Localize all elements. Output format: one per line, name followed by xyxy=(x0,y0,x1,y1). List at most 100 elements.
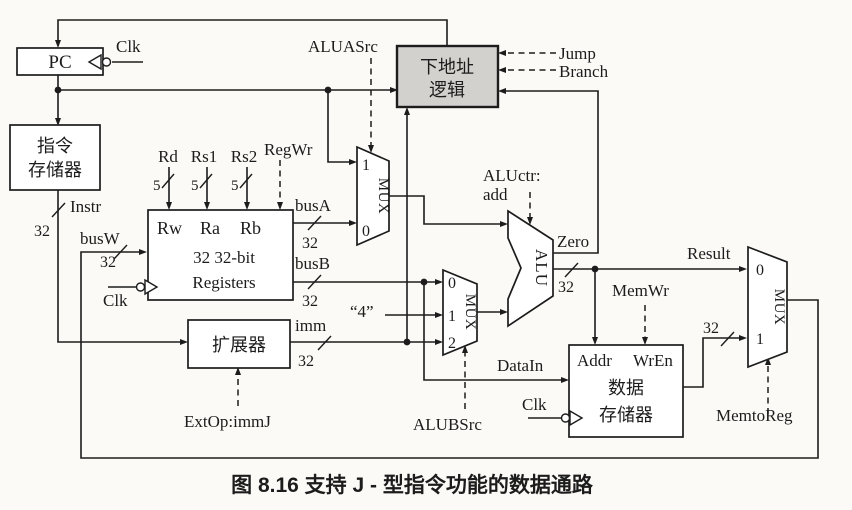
aluasrc-label: ALUASrc xyxy=(308,37,378,56)
wires-control xyxy=(235,50,771,414)
clock-bubble-icon xyxy=(560,413,571,423)
next-address-logic xyxy=(395,44,500,109)
extender xyxy=(187,319,291,369)
imm-label: imm xyxy=(295,316,326,335)
junction-result xyxy=(591,265,599,273)
muxa-label: MUX xyxy=(375,178,391,215)
wire-nextaddr-to-pc xyxy=(55,19,448,48)
busw-label: busW xyxy=(80,229,121,248)
clock-triangle-icon xyxy=(144,278,159,296)
muxwb-label: MUX xyxy=(771,289,787,326)
result-label: Result xyxy=(687,244,731,263)
clock-bubble-icon xyxy=(101,57,112,67)
extender-label: 扩展器 xyxy=(212,335,266,355)
junction-imm xyxy=(403,338,411,346)
figure-caption: 图 8.16 支持 J - 型指令功能的数据通路 xyxy=(231,473,594,497)
clock-symbol-dmem xyxy=(560,409,584,427)
wire-zero-to-nextaddr xyxy=(498,88,599,254)
clock-symbol-pc xyxy=(87,53,112,71)
clock-bubble-icon xyxy=(135,282,146,292)
clk-regfile-label: Clk xyxy=(103,291,128,310)
bus-width-slash xyxy=(307,274,322,290)
bus-width-slash xyxy=(317,335,332,351)
bus-width-slashes xyxy=(51,173,735,351)
alubsrc-label: ALUBSrc xyxy=(413,415,482,434)
nextaddr-label-line1: 下地址 xyxy=(420,57,474,77)
alu-label: ALU xyxy=(532,249,551,287)
dmem-port-wren: WrEn xyxy=(633,351,673,370)
busw-width-label: 32 xyxy=(100,254,116,271)
bus-width-slash xyxy=(51,202,66,218)
dmemout-width-label: 32 xyxy=(703,320,719,337)
bus-width-slash xyxy=(239,173,253,189)
const4-label: “4” xyxy=(350,302,374,321)
junction-dots xyxy=(54,86,599,346)
busb-width-label: 32 xyxy=(302,293,318,310)
clock-triangle-icon xyxy=(569,409,584,427)
muxwb-port0-label: 0 xyxy=(756,262,764,279)
clock-triangle-icon xyxy=(87,53,102,71)
clk-pc-label: Clk xyxy=(116,37,141,56)
nextaddr-label-line2: 逻辑 xyxy=(429,80,465,100)
muxb-port2-label: 2 xyxy=(448,335,456,352)
bus-width-slash xyxy=(113,244,128,260)
rs1-label: Rs1 xyxy=(191,147,217,166)
mux-memtoreg xyxy=(747,245,788,369)
mux-alubsrc xyxy=(442,268,478,357)
regfile-label-line2: Registers xyxy=(192,273,255,292)
imm-width-label: 32 xyxy=(298,353,314,370)
extop-label: ExtOp:immJ xyxy=(184,412,271,431)
bus-width-slash xyxy=(161,173,175,189)
pc-label: PC xyxy=(48,52,71,73)
clk-dmem-label: Clk xyxy=(522,395,547,414)
junction-pc-muxa xyxy=(324,86,332,94)
memwr-label: MemWr xyxy=(612,281,669,300)
wires-solid xyxy=(55,19,819,459)
muxa-port0-label: 0 xyxy=(362,223,370,240)
memtoreg-label: MemtoReg xyxy=(716,406,793,425)
instruction-memory xyxy=(9,124,101,191)
zero-label: Zero xyxy=(557,232,589,251)
alu-shape xyxy=(507,209,554,328)
muxb-port0-label: 0 xyxy=(448,275,456,292)
regfile-label-line1: 32 32-bit xyxy=(193,248,255,267)
wire-busw-feedback xyxy=(80,249,819,459)
regfile-port-rw: Rw xyxy=(157,218,182,238)
muxwb-port1-label: 1 xyxy=(756,331,764,348)
regfile-port-ra: Ra xyxy=(200,218,220,238)
rs1-width-label: 5 xyxy=(191,178,199,194)
branch-label: Branch xyxy=(559,62,609,81)
bus-width-slash xyxy=(564,262,579,278)
imem-label-line2: 存储器 xyxy=(28,160,82,180)
wire-dmem-to-muxwb xyxy=(683,335,747,388)
instr-width-label: 32 xyxy=(34,223,50,240)
wire-pc-to-muxa-1 xyxy=(327,90,357,165)
rs2-width-label: 5 xyxy=(231,178,239,194)
muxb-port1-label: 1 xyxy=(448,308,456,325)
junction-pc xyxy=(54,86,62,94)
aluctr-label-line1: ALUctr: xyxy=(483,166,541,185)
wire-instr-to-extender xyxy=(57,190,188,345)
imem-label-line1: 指令 xyxy=(37,136,73,156)
muxb-label: MUX xyxy=(462,294,478,331)
dmem-port-addr: Addr xyxy=(577,351,612,370)
rs2-label: Rs2 xyxy=(231,147,257,166)
aluctr-label-line2: add xyxy=(483,185,508,204)
register-file xyxy=(147,209,294,301)
bus-width-slash xyxy=(307,215,322,231)
wire-muxa-to-alu xyxy=(389,195,508,227)
dmem-label-line1: 数据 xyxy=(608,378,644,398)
busa-label: busA xyxy=(295,196,332,215)
instr-label: Instr xyxy=(70,197,102,216)
jump-label: Jump xyxy=(559,44,596,63)
bus-width-slash xyxy=(199,173,213,189)
bus-width-slash xyxy=(720,331,735,347)
dmem-label-line2: 存储器 xyxy=(599,405,653,425)
busa-width-label: 32 xyxy=(302,235,318,252)
rd-width-label: 5 xyxy=(153,178,161,194)
muxa-port1-label: 1 xyxy=(362,157,370,174)
regfile-port-rb: Rb xyxy=(240,218,261,238)
busb-label: busB xyxy=(295,254,330,273)
